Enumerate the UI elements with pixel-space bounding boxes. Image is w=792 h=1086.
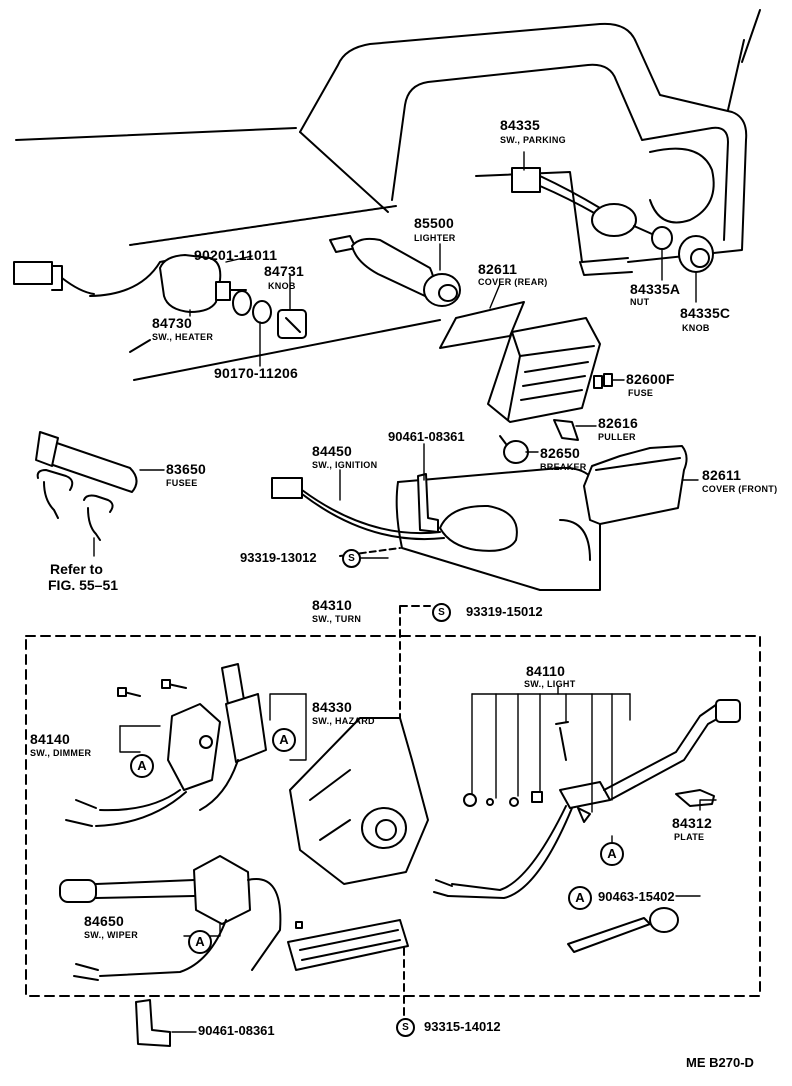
part-84335-name: SW., PARKING bbox=[500, 135, 566, 145]
part-90170-number: 90170-11206 bbox=[214, 365, 298, 381]
plate-84312 bbox=[675, 789, 715, 807]
part-82600f-number: 82600F bbox=[626, 371, 675, 387]
part-85500-name: LIGHTER bbox=[414, 233, 456, 243]
part-84140-number: 84140 bbox=[30, 731, 70, 747]
cable-tie bbox=[567, 907, 679, 953]
part-93315-number: 93315-14012 bbox=[424, 1019, 501, 1034]
dashboard-outline bbox=[15, 9, 761, 381]
connector-block bbox=[287, 919, 409, 971]
dimmer-switch bbox=[65, 703, 221, 827]
part-85500-number: 85500 bbox=[414, 215, 454, 231]
ignition-switch bbox=[271, 473, 518, 552]
part-82600f-name: FUSE bbox=[628, 388, 654, 398]
part-90461-bottom-number: 90461-08361 bbox=[198, 1023, 275, 1038]
part-84312-name: PLATE bbox=[674, 832, 705, 842]
a-mark-dimmer: A bbox=[130, 754, 154, 778]
turn-switch-body bbox=[289, 717, 429, 885]
part-84330-number: 84330 bbox=[312, 699, 352, 715]
parking-knob bbox=[678, 235, 714, 273]
part-90201-number: 90201-11011 bbox=[194, 247, 278, 263]
a-mark-light-switch: A bbox=[600, 842, 624, 866]
part-84730-number: 84730 bbox=[152, 315, 192, 331]
part-84110-number: 84110 bbox=[526, 663, 566, 679]
part-84110-name: SW., LIGHT bbox=[524, 679, 576, 689]
part-82611-rear-name: COVER (REAR) bbox=[478, 277, 548, 287]
cover-rear-panel bbox=[439, 301, 525, 349]
bracket-bottom bbox=[135, 999, 171, 1047]
small-screws bbox=[117, 679, 187, 697]
part-93319-15012-number: 93319-15012 bbox=[466, 604, 543, 619]
part-82650-number: 82650 bbox=[540, 445, 580, 461]
part-84731-name: KNOB bbox=[268, 281, 296, 291]
fuse-block bbox=[487, 317, 601, 423]
s-mark-93315: S bbox=[396, 1018, 415, 1037]
part-84335c-name: KNOB bbox=[682, 323, 710, 333]
part-82611-rear-number: 82611 bbox=[478, 261, 518, 277]
refer-note-line-1: Refer to bbox=[50, 561, 103, 577]
turn-switch-assembly-box bbox=[25, 635, 761, 997]
part-84731-number: 84731 bbox=[264, 263, 304, 279]
part-82650-name: BREAKER bbox=[540, 462, 587, 472]
fuse-puller bbox=[553, 419, 579, 441]
a-mark-hazard: A bbox=[272, 728, 296, 752]
refer-note-line-2: FIG. 55–51 bbox=[48, 577, 119, 593]
parking-switch bbox=[511, 167, 653, 237]
part-90461-top-number: 90461-08361 bbox=[388, 429, 465, 444]
part-84335-number: 84335 bbox=[500, 117, 540, 133]
part-93319-13012-number: 93319-13012 bbox=[240, 550, 317, 565]
fusee-clips bbox=[36, 469, 114, 541]
part-84450-name: SW., IGNITION bbox=[312, 460, 378, 470]
part-84650-number: 84650 bbox=[84, 913, 124, 929]
light-switch-small-parts bbox=[463, 721, 591, 823]
heater-knob bbox=[277, 309, 307, 339]
part-82611-front-name: COVER (FRONT) bbox=[702, 484, 778, 494]
light-switch bbox=[433, 699, 741, 899]
part-84310-name: SW., TURN bbox=[312, 614, 362, 624]
fuse-part bbox=[593, 373, 613, 389]
part-82616-number: 82616 bbox=[598, 415, 638, 431]
part-90463-number: 90463-15402 bbox=[598, 889, 675, 904]
part-84310-number: 84310 bbox=[312, 597, 352, 613]
part-84650-name: SW., WIPER bbox=[84, 930, 139, 940]
wiper-switch bbox=[59, 855, 282, 981]
part-83650-name: FUSEE bbox=[166, 478, 198, 488]
s-mark-93319-15012: S bbox=[432, 603, 451, 622]
fusee-flare bbox=[35, 431, 138, 493]
part-84335a-number: 84335A bbox=[630, 281, 681, 297]
part-84450-number: 84450 bbox=[312, 443, 352, 459]
heater-switch-body bbox=[159, 254, 247, 313]
part-83650-number: 83650 bbox=[166, 461, 206, 477]
part-82616-name: PULLER bbox=[598, 432, 636, 442]
washer-90201 bbox=[232, 290, 252, 316]
part-84335a-name: NUT bbox=[630, 297, 650, 307]
cover-front-panel bbox=[583, 445, 688, 525]
hazard-switch bbox=[199, 663, 267, 811]
part-84730-name: SW., HEATER bbox=[152, 332, 214, 342]
part-84330-name: SW., HAZARD bbox=[312, 716, 375, 726]
part-82611-front-number: 82611 bbox=[702, 467, 742, 483]
nut-84335a bbox=[651, 226, 673, 250]
s-mark-93319-13012: S bbox=[342, 549, 361, 568]
circuit-breaker bbox=[499, 435, 529, 464]
part-84140-name: SW., DIMMER bbox=[30, 748, 92, 758]
nut-90170 bbox=[252, 300, 272, 324]
diagram-code: ME B270-D bbox=[686, 1055, 754, 1070]
a-mark-wiper: A bbox=[188, 930, 212, 954]
part-84312-number: 84312 bbox=[672, 815, 712, 831]
heater-connector bbox=[13, 257, 181, 297]
part-84335c-number: 84335C bbox=[680, 305, 731, 321]
turn-switch-screw-leader bbox=[399, 605, 431, 761]
lighter-assembly bbox=[329, 235, 461, 307]
a-mark-legend: A bbox=[568, 886, 592, 910]
